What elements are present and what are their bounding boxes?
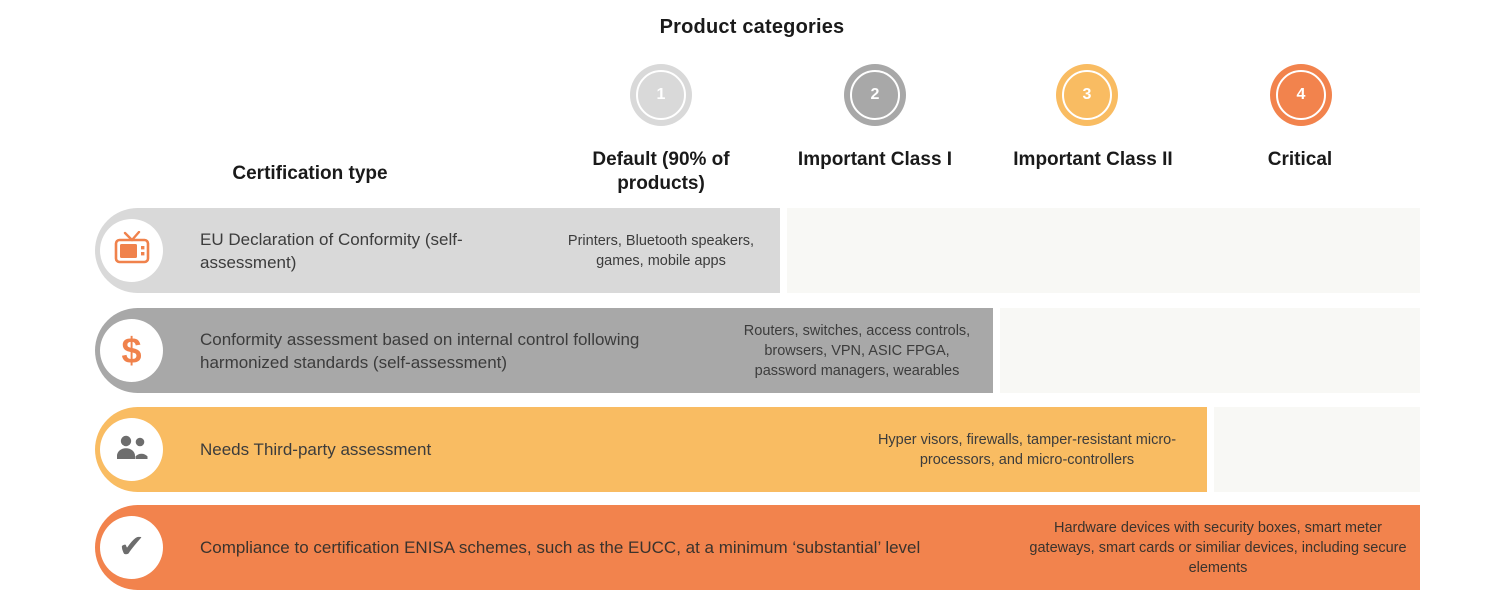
dollar-icon: $ (121, 329, 142, 371)
tv-icon (113, 230, 151, 270)
examples-cell: Routers, switches, access controls, brow… (743, 322, 971, 379)
examples-cell: Hardware devices with security boxes, sm… (1029, 519, 1407, 576)
header-critical: Critical (1267, 149, 1333, 170)
row-track (1214, 407, 1420, 492)
table-row-third-party-assessment: Needs Third-party assessment Hyper visor… (95, 407, 1207, 492)
examples-cell: Hyper visors, firewalls, tamper-resistan… (877, 431, 1177, 468)
header-important-class-1: Important Class I (797, 149, 953, 170)
icon-bubble: ✔ (100, 516, 163, 579)
icon-bubble: $ (100, 319, 163, 382)
header-important-class-2: Important Class II (1013, 149, 1173, 170)
certification-type-text: Conformity assessment based on internal … (200, 329, 640, 372)
header-default: Default (90% of products) (592, 149, 730, 194)
page-title: Product categories (659, 16, 845, 38)
category-circle-2: 2 (844, 64, 906, 126)
check-icon: ✔ (118, 527, 145, 564)
row-track (787, 208, 1420, 293)
category-circle-4: 4 (1270, 64, 1332, 126)
header-certification-type: Certification type (232, 163, 388, 184)
table-row-eu-declaration: EU Declaration of Conformity (self-asses… (95, 208, 780, 293)
category-number-1: 1 (636, 70, 686, 120)
certification-type-text: Compliance to certification ENISA scheme… (200, 538, 921, 557)
category-circle-3: 3 (1056, 64, 1118, 126)
certification-type-text: Needs Third-party assessment (200, 440, 432, 459)
icon-bubble (100, 219, 163, 282)
category-circle-1: 1 (630, 64, 692, 126)
examples-cell: Printers, Bluetooth speakers, games, mob… (567, 232, 755, 269)
table-row-conformity-assessment: $ Conformity assessment based on interna… (95, 308, 993, 393)
category-number-3: 3 (1062, 70, 1112, 120)
people-icon (113, 432, 151, 467)
icon-bubble (100, 418, 163, 481)
certification-type-text: EU Declaration of Conformity (self-asses… (200, 229, 463, 272)
category-number-4: 4 (1276, 70, 1326, 120)
row-track (1000, 308, 1420, 393)
category-number-2: 2 (850, 70, 900, 120)
table-row-enisa-certification: ✔ Compliance to certification ENISA sche… (95, 505, 1420, 590)
